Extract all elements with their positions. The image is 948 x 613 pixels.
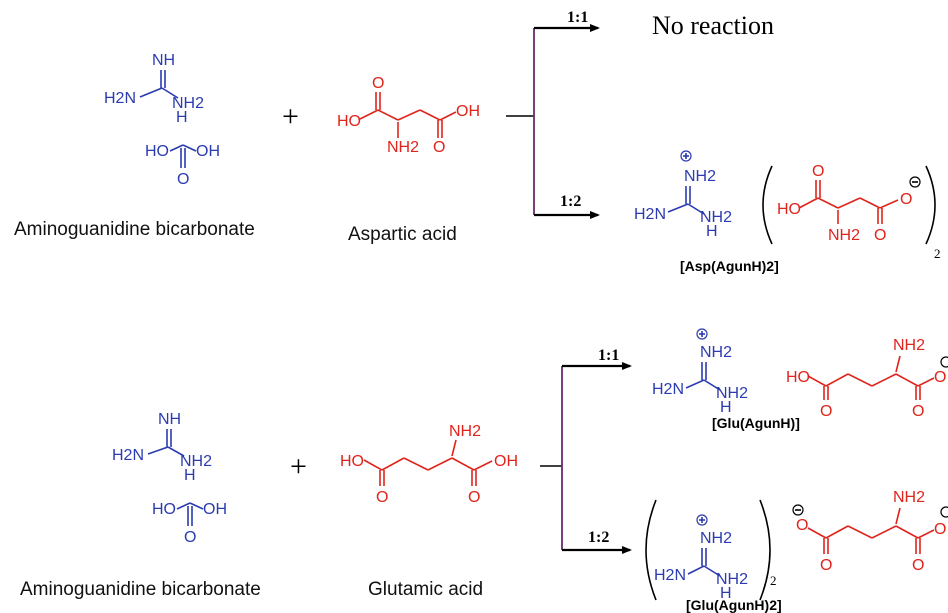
atom-label: O [177, 171, 189, 188]
atom-label: H [706, 223, 718, 240]
atom-label: NH [152, 52, 175, 69]
atom-label: NH2 [387, 139, 419, 156]
atom-label: OH [203, 501, 227, 518]
ratio-label-1-1-glu: 1:1 [598, 347, 619, 364]
atom-label: H2N [652, 381, 684, 398]
atom-label: NH2 [700, 530, 732, 547]
atom-label: H [720, 399, 732, 416]
atom-label: H2N [634, 206, 666, 223]
reagent-label-aminoguanidine-bicarbonate-2: Aminoguanidine bicarbonate [20, 579, 261, 600]
atom-label: HO [777, 201, 801, 218]
atom-label: NH2 [180, 453, 212, 470]
bicarbonate-molecule-2: HO OH O [152, 501, 227, 546]
atom-label: O [934, 369, 946, 386]
product-label-glu-2: [Glu(AgunH)2] [686, 597, 782, 613]
atom-label: NH2 [700, 209, 732, 226]
subscript-2: 2 [770, 573, 777, 588]
atom-label: NH2 [893, 337, 925, 354]
aspartic-acid-molecule: HO O NH2 O OH [337, 75, 480, 156]
plus-sign: + [282, 100, 299, 133]
ratio-label-1-2-glu: 1:2 [588, 529, 609, 546]
atom-label: HO [152, 501, 176, 518]
atom-label: NH2 [716, 571, 748, 588]
atom-label: O [812, 163, 824, 180]
glutamic-acid-molecule: HO O NH2 O OH [340, 423, 518, 506]
glu-product-1-structure: NH2 H2N NH2 H HO O NH2 O O [652, 328, 948, 420]
atom-label: NH [158, 411, 181, 428]
ratio-label-1-2: 1:2 [560, 193, 581, 210]
atom-label: OH [494, 453, 518, 470]
aminoguanidine-molecule: NH H2N NH2 H [104, 52, 204, 126]
plus-sign-2: + [290, 450, 307, 483]
asp-product-structure: NH2 H2N NH2 H HO O NH2 O O 2 [634, 150, 941, 261]
atom-label: HO [340, 453, 364, 470]
result-no-reaction: No reaction [652, 11, 774, 40]
atom-label: O [934, 521, 946, 538]
atom-label: H [184, 467, 196, 484]
atom-label: NH2 [893, 489, 925, 506]
reagent-label-glutamic-acid: Glutamic acid [368, 579, 483, 600]
atom-label: O [912, 557, 924, 574]
atom-label: H2N [112, 447, 144, 464]
atom-label: O [184, 529, 196, 546]
atom-label: NH2 [700, 344, 732, 361]
atom-label: H [720, 585, 732, 602]
atom-label: O [433, 139, 445, 156]
atom-label: O [796, 517, 808, 534]
atom-label: HO [145, 143, 169, 160]
glu-product-2-structure: NH2 H2N NH2 H 2 O O NH2 O O [645, 489, 948, 602]
atom-label: H2N [104, 90, 136, 107]
atom-label: NH2 [684, 168, 716, 185]
atom-label: NH2 [172, 95, 204, 112]
atom-label: O [372, 75, 384, 92]
ratio-label-1-1: 1:1 [567, 9, 588, 26]
atom-label: HO [337, 113, 361, 130]
atom-label: O [874, 227, 886, 244]
atom-label: NH2 [828, 227, 860, 244]
atom-label: O [376, 489, 388, 506]
atom-label: H [176, 109, 188, 126]
atom-label: OH [456, 103, 480, 120]
atom-label: H2N [654, 567, 686, 584]
atom-label: HO [786, 369, 810, 386]
reagent-label-aminoguanidine-bicarbonate: Aminoguanidine bicarbonate [14, 219, 255, 240]
aminoguanidine-molecule-2: NH H2N NH2 H [112, 411, 212, 484]
atom-label: OH [196, 143, 220, 160]
atom-label: NH2 [449, 423, 481, 440]
reagent-label-aspartic-acid: Aspartic acid [348, 224, 457, 245]
atom-label: NH2 [716, 385, 748, 402]
atom-label: O [900, 191, 912, 208]
atom-label: O [820, 557, 832, 574]
product-label-glu-1: [Glu(AgunH)] [712, 415, 800, 431]
subscript-2: 2 [934, 246, 941, 261]
atom-label: O [468, 489, 480, 506]
atom-label: O [820, 403, 832, 420]
bicarbonate-molecule: HO OH O [145, 143, 220, 188]
product-label-asp: [Asp(AgunH)2] [680, 258, 779, 274]
atom-label: O [912, 403, 924, 420]
